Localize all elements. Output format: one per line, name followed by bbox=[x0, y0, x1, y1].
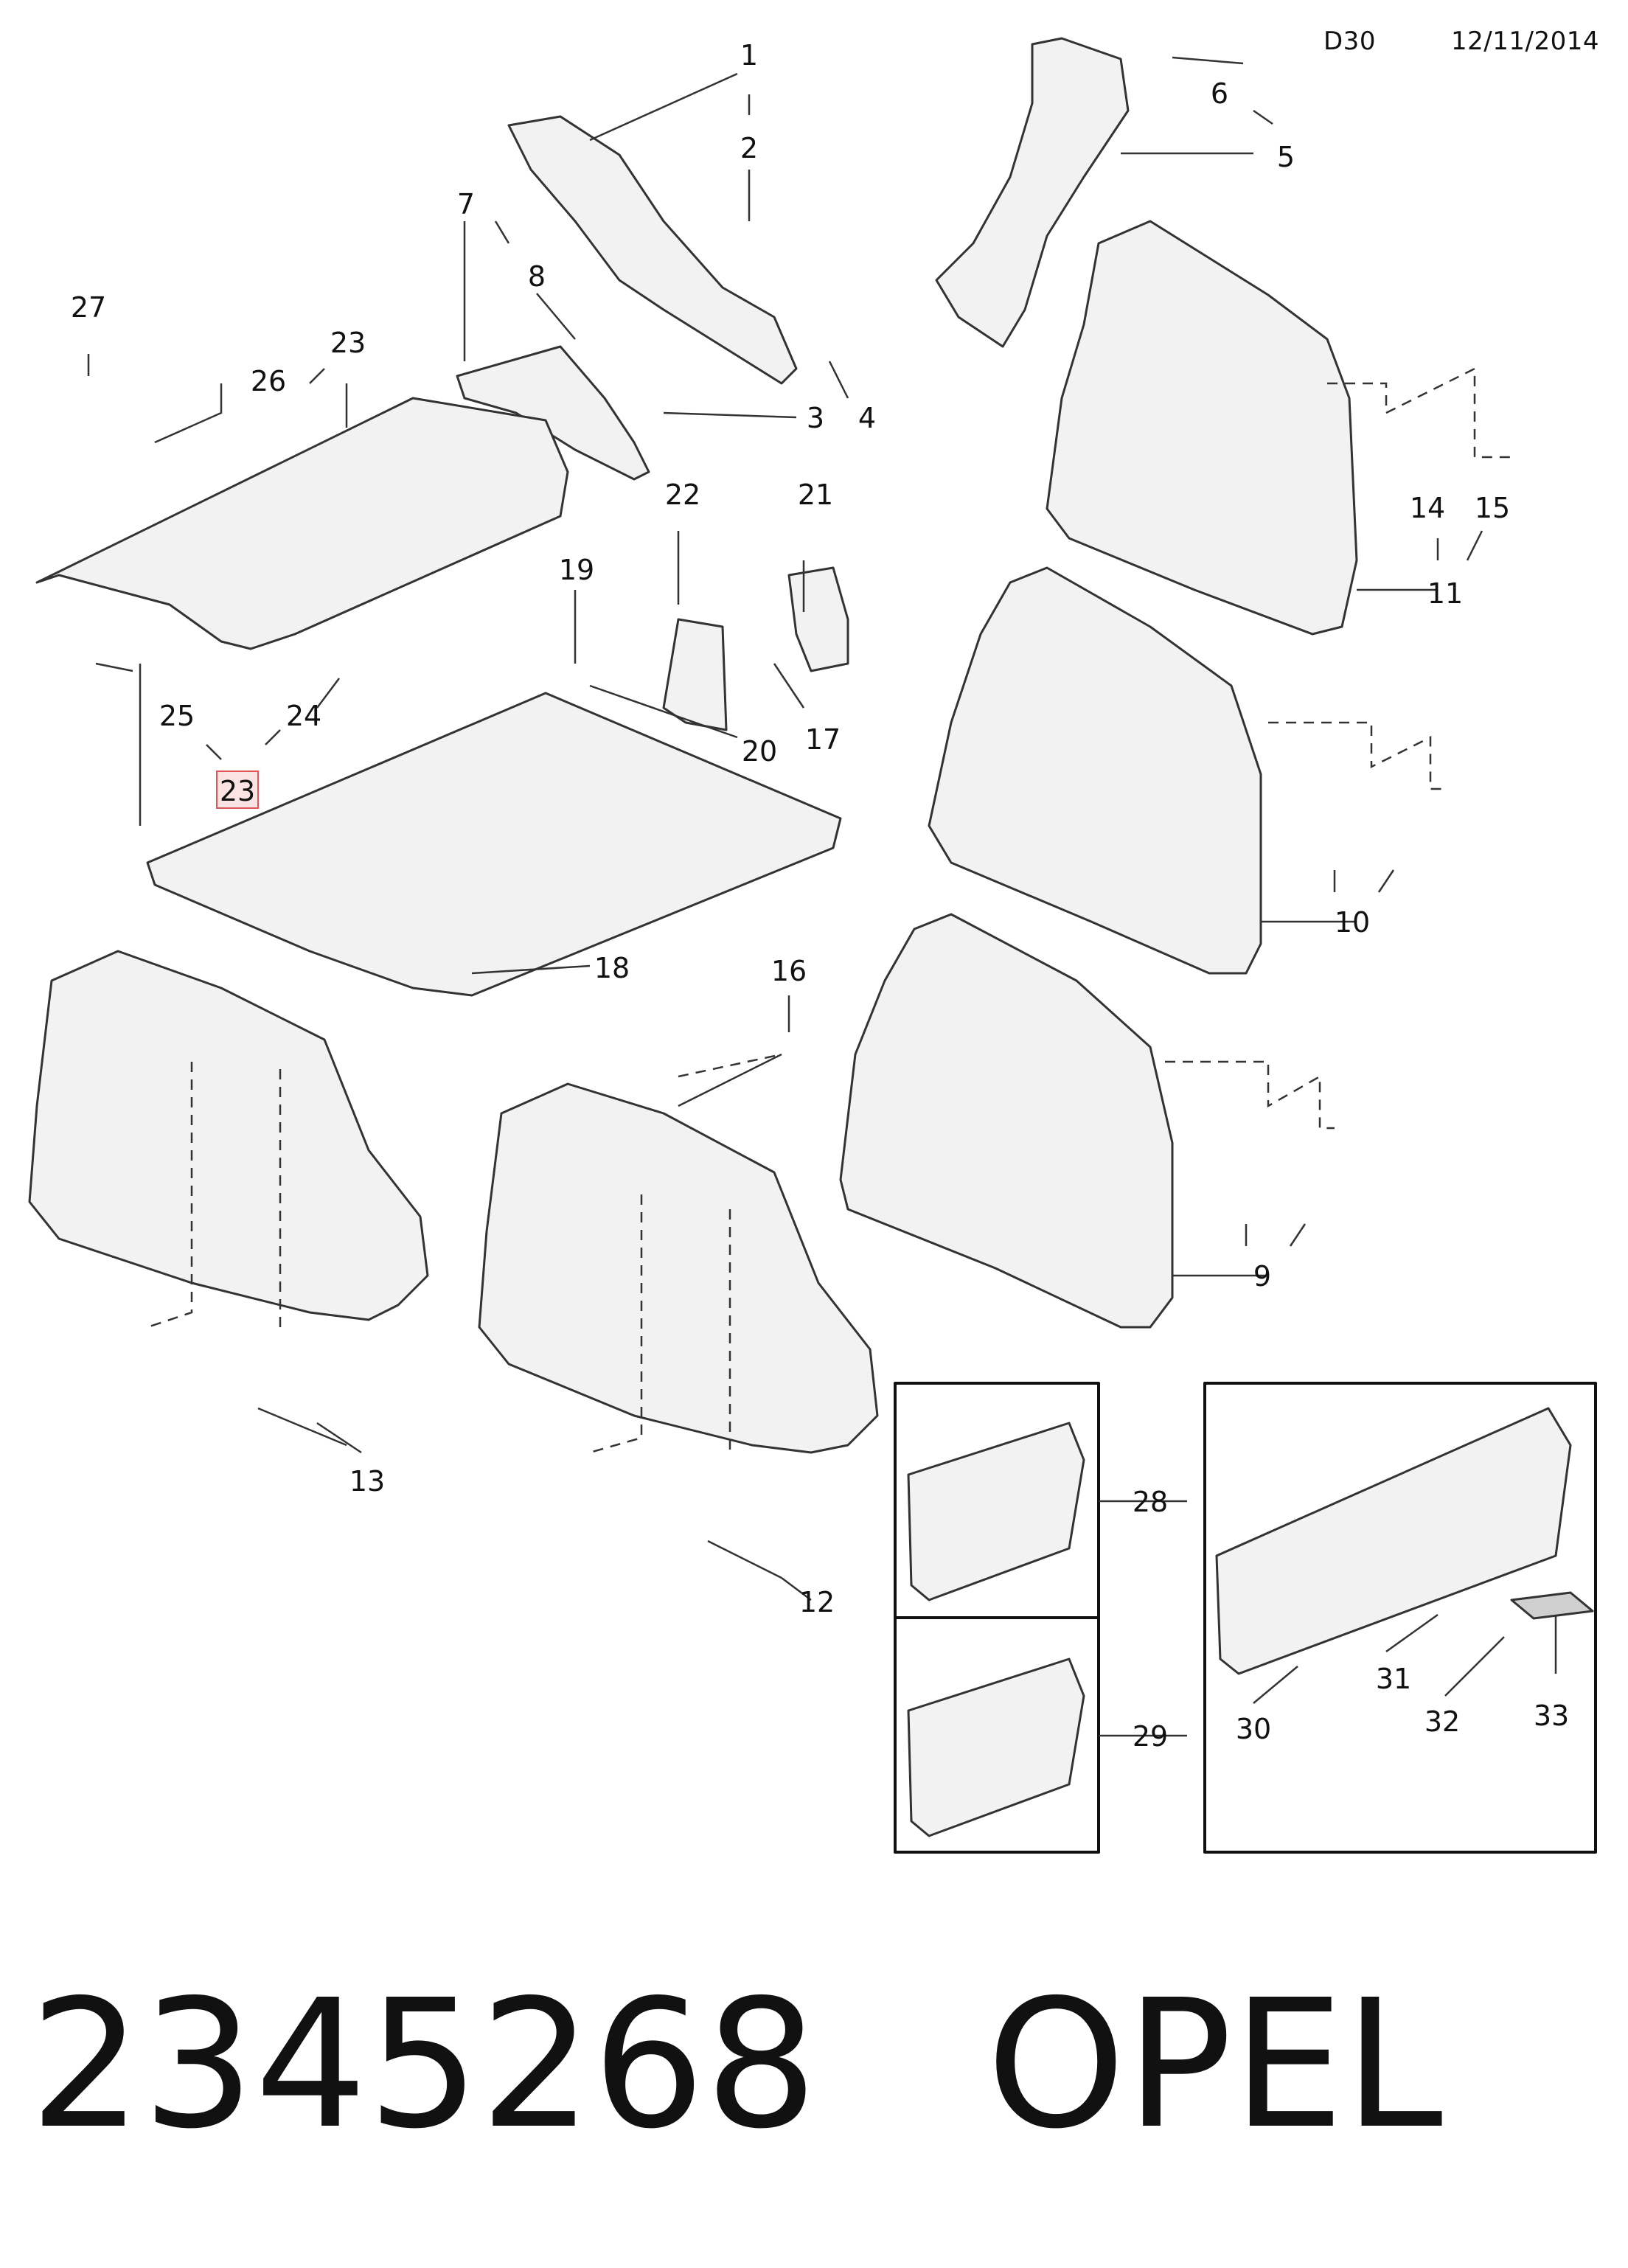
callout-2: 2 bbox=[740, 132, 758, 164]
callout-23-top: 23 bbox=[330, 327, 366, 359]
dashed-fitting-lines bbox=[147, 366, 1512, 1454]
callout-15: 15 bbox=[1475, 492, 1510, 524]
callout-18: 18 bbox=[594, 952, 630, 984]
callout-28: 28 bbox=[1133, 1486, 1168, 1518]
scuff-plate-pad-33 bbox=[1510, 1591, 1594, 1620]
callout-6: 6 bbox=[1211, 77, 1228, 110]
callout-25: 25 bbox=[159, 700, 195, 732]
callout-14: 14 bbox=[1410, 492, 1445, 524]
highlighted-callout-box bbox=[216, 771, 259, 809]
callout-20: 20 bbox=[742, 735, 777, 768]
callout-5: 5 bbox=[1277, 141, 1295, 173]
rear-pillar-trim bbox=[935, 37, 1130, 348]
side-panel-9 bbox=[839, 913, 1174, 1329]
callout-30: 30 bbox=[1236, 1713, 1271, 1745]
part-number-and-brand: 2345268 OPEL bbox=[29, 1976, 1443, 2153]
scuff-plate-29 bbox=[907, 1657, 1085, 1837]
side-panel-11 bbox=[1046, 220, 1358, 636]
diagram-date: 12/11/2014 bbox=[1451, 27, 1599, 56]
load-floor-panel bbox=[146, 692, 842, 997]
jack-holder bbox=[787, 566, 849, 672]
callout-27: 27 bbox=[71, 291, 106, 324]
diagram-code: D30 bbox=[1323, 27, 1376, 56]
highlighted-callout-23: 23 bbox=[220, 775, 255, 807]
callout-29: 29 bbox=[1133, 1720, 1168, 1753]
callout-4: 4 bbox=[858, 402, 876, 434]
callout-12: 12 bbox=[799, 1586, 835, 1618]
callout-31: 31 bbox=[1376, 1663, 1411, 1695]
side-panel-10 bbox=[928, 566, 1262, 975]
callout-32: 32 bbox=[1424, 1705, 1460, 1738]
storage-cover bbox=[662, 618, 728, 731]
callout-1: 1 bbox=[740, 39, 758, 72]
part-number: 2345268 bbox=[29, 1961, 818, 2168]
callout-21: 21 bbox=[798, 479, 833, 511]
callout-16: 16 bbox=[771, 955, 807, 987]
scuff-plate-main bbox=[1215, 1407, 1572, 1675]
side-panel-12 bbox=[478, 1082, 879, 1454]
callout-7: 7 bbox=[457, 188, 475, 220]
callout-3: 3 bbox=[807, 402, 824, 434]
callout-10: 10 bbox=[1335, 906, 1370, 939]
callout-19: 19 bbox=[559, 554, 594, 586]
luggage-cover-shelf bbox=[35, 397, 569, 650]
scuff-plate-28 bbox=[907, 1422, 1085, 1601]
callout-11: 11 bbox=[1427, 577, 1463, 610]
leader-lines bbox=[87, 56, 1557, 1737]
upper-pillar-trim bbox=[507, 115, 798, 385]
callout-26: 26 bbox=[251, 365, 286, 397]
callout-8: 8 bbox=[528, 260, 546, 293]
callout-22: 22 bbox=[665, 479, 700, 511]
callout-33: 33 bbox=[1534, 1700, 1569, 1732]
callout-24: 24 bbox=[286, 700, 321, 732]
callout-labels: 1 2 3 4 5 6 7 8 9 10 11 12 13 14 15 16 1… bbox=[71, 39, 1569, 1753]
side-panel-13 bbox=[28, 950, 429, 1321]
callout-17: 17 bbox=[805, 723, 841, 756]
filler-panel bbox=[456, 345, 650, 481]
brand-name: OPEL bbox=[986, 1961, 1443, 2168]
callout-9: 9 bbox=[1253, 1260, 1271, 1293]
callout-13: 13 bbox=[349, 1465, 385, 1497]
